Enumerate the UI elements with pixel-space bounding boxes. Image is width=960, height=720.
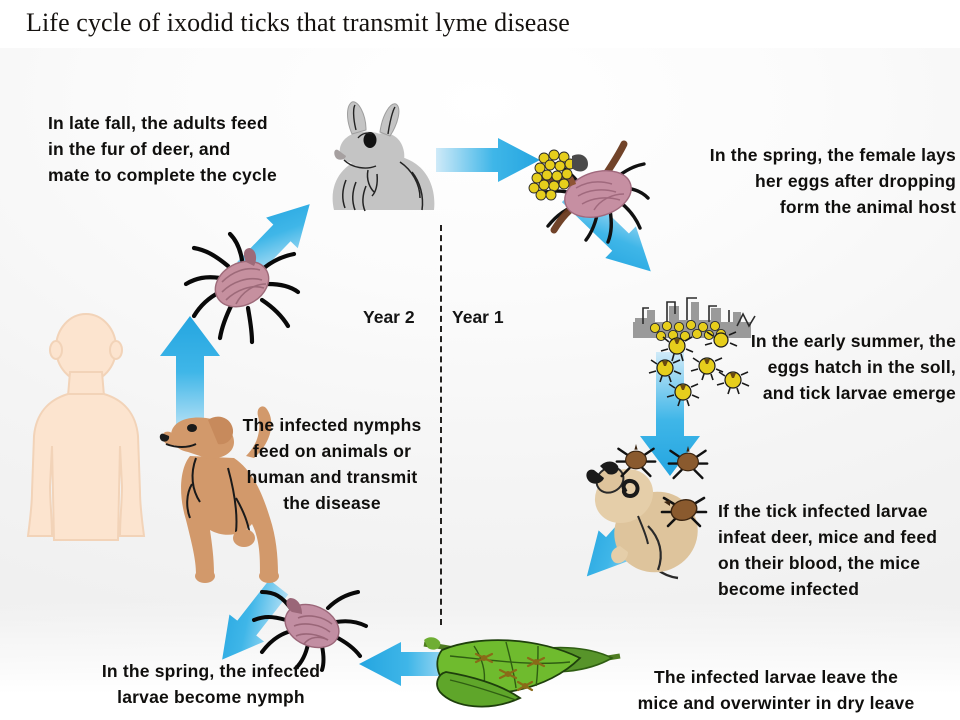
engorged-tick-with-eggs-illustration <box>520 138 652 250</box>
caption-spring-eggs: In the spring, the female lays her eggs … <box>709 145 956 217</box>
arrow-dog-to-adult-tick <box>160 312 230 442</box>
arrow-larvae-to-mouse <box>640 352 710 482</box>
human-silhouette-illustration <box>18 310 188 541</box>
caption-nymphs-feed: The infected nymphs feed on animals or h… <box>242 415 422 513</box>
year-label-right: Year 1 <box>452 307 504 327</box>
page-title: Life cycle of ixodid ticks that transmit… <box>26 8 570 37</box>
caption-larvae-feed-mice: If the tick infected larvae infeat deer,… <box>718 501 938 599</box>
caption-spring-nymph: In the spring, the infected larvae becom… <box>101 661 321 707</box>
arrow-deer-to-eggs <box>436 138 546 188</box>
adult-tick-illustration <box>183 231 306 346</box>
nymph-tick-illustration <box>252 578 372 672</box>
caption-late-fall-adults: In late fall, the adults feed in the fur… <box>48 113 277 185</box>
leaves-illustration <box>420 628 630 714</box>
deer-illustration <box>320 92 446 218</box>
mouse-illustration <box>576 444 728 592</box>
year-label-left: Year 2 <box>363 307 415 327</box>
caption-early-summer-hatch: In the early summer, the eggs hatch in t… <box>750 331 956 403</box>
caption-overwinter-leaves: The infected larvae leave the mice and o… <box>637 667 915 713</box>
larvae-hatching-illustration <box>625 296 759 408</box>
year-divider-line <box>440 225 442 625</box>
dog-illustration <box>159 398 292 588</box>
header-band <box>0 0 960 48</box>
